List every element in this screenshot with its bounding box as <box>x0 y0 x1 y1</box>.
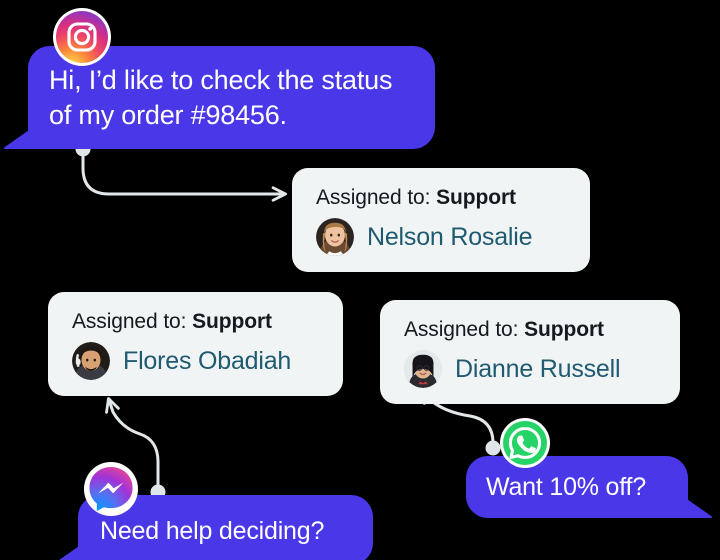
assignee-name: Flores Obadiah <box>123 347 292 375</box>
assignee-row: Flores Obadiah <box>72 342 321 380</box>
avatar <box>72 342 110 380</box>
assignee-row: Dianne Russell <box>404 350 658 388</box>
assigned-team: Support <box>192 310 272 333</box>
message-bubble-whatsapp[interactable]: Want 10% off? <box>466 456 688 518</box>
assigned-to-label: Assigned to: <box>72 310 187 333</box>
message-line: Hi, I’d like to check the status <box>49 65 393 95</box>
message-bubble-instagram[interactable]: Hi, I’d like to check the status of my o… <box>28 46 435 149</box>
connector-dot-whatsapp <box>485 440 501 456</box>
message-line: Want 10% off? <box>486 473 646 501</box>
whatsapp-icon <box>500 418 550 468</box>
assigned-team: Support <box>524 318 604 341</box>
assignee-row: Nelson Rosalie <box>316 218 568 256</box>
assignment-card-title: Assigned to: Support <box>404 317 658 343</box>
assignment-card-title: Assigned to: Support <box>72 309 321 335</box>
assignment-card-dianne[interactable]: Assigned to: Support <box>380 300 680 404</box>
assigned-team: Support <box>436 186 516 209</box>
avatar <box>316 218 354 256</box>
assigned-to-label: Assigned to: <box>316 186 431 209</box>
connector-instagram-to-nelson <box>75 141 287 202</box>
assignment-card-nelson[interactable]: Assigned to: Support <box>292 168 590 272</box>
message-line: of my order #98456. <box>49 100 287 130</box>
assigned-to-label: Assigned to: <box>404 318 519 341</box>
assignment-card-flores[interactable]: Assigned to: Support <box>48 292 343 396</box>
assignee-name: Dianne Russell <box>455 355 621 383</box>
message-line: Need help deciding? <box>100 517 325 545</box>
messenger-icon <box>84 462 138 516</box>
assignment-card-title: Assigned to: Support <box>316 185 568 211</box>
instagram-icon <box>53 8 111 66</box>
assignee-name: Nelson Rosalie <box>367 223 533 251</box>
avatar <box>404 350 442 388</box>
